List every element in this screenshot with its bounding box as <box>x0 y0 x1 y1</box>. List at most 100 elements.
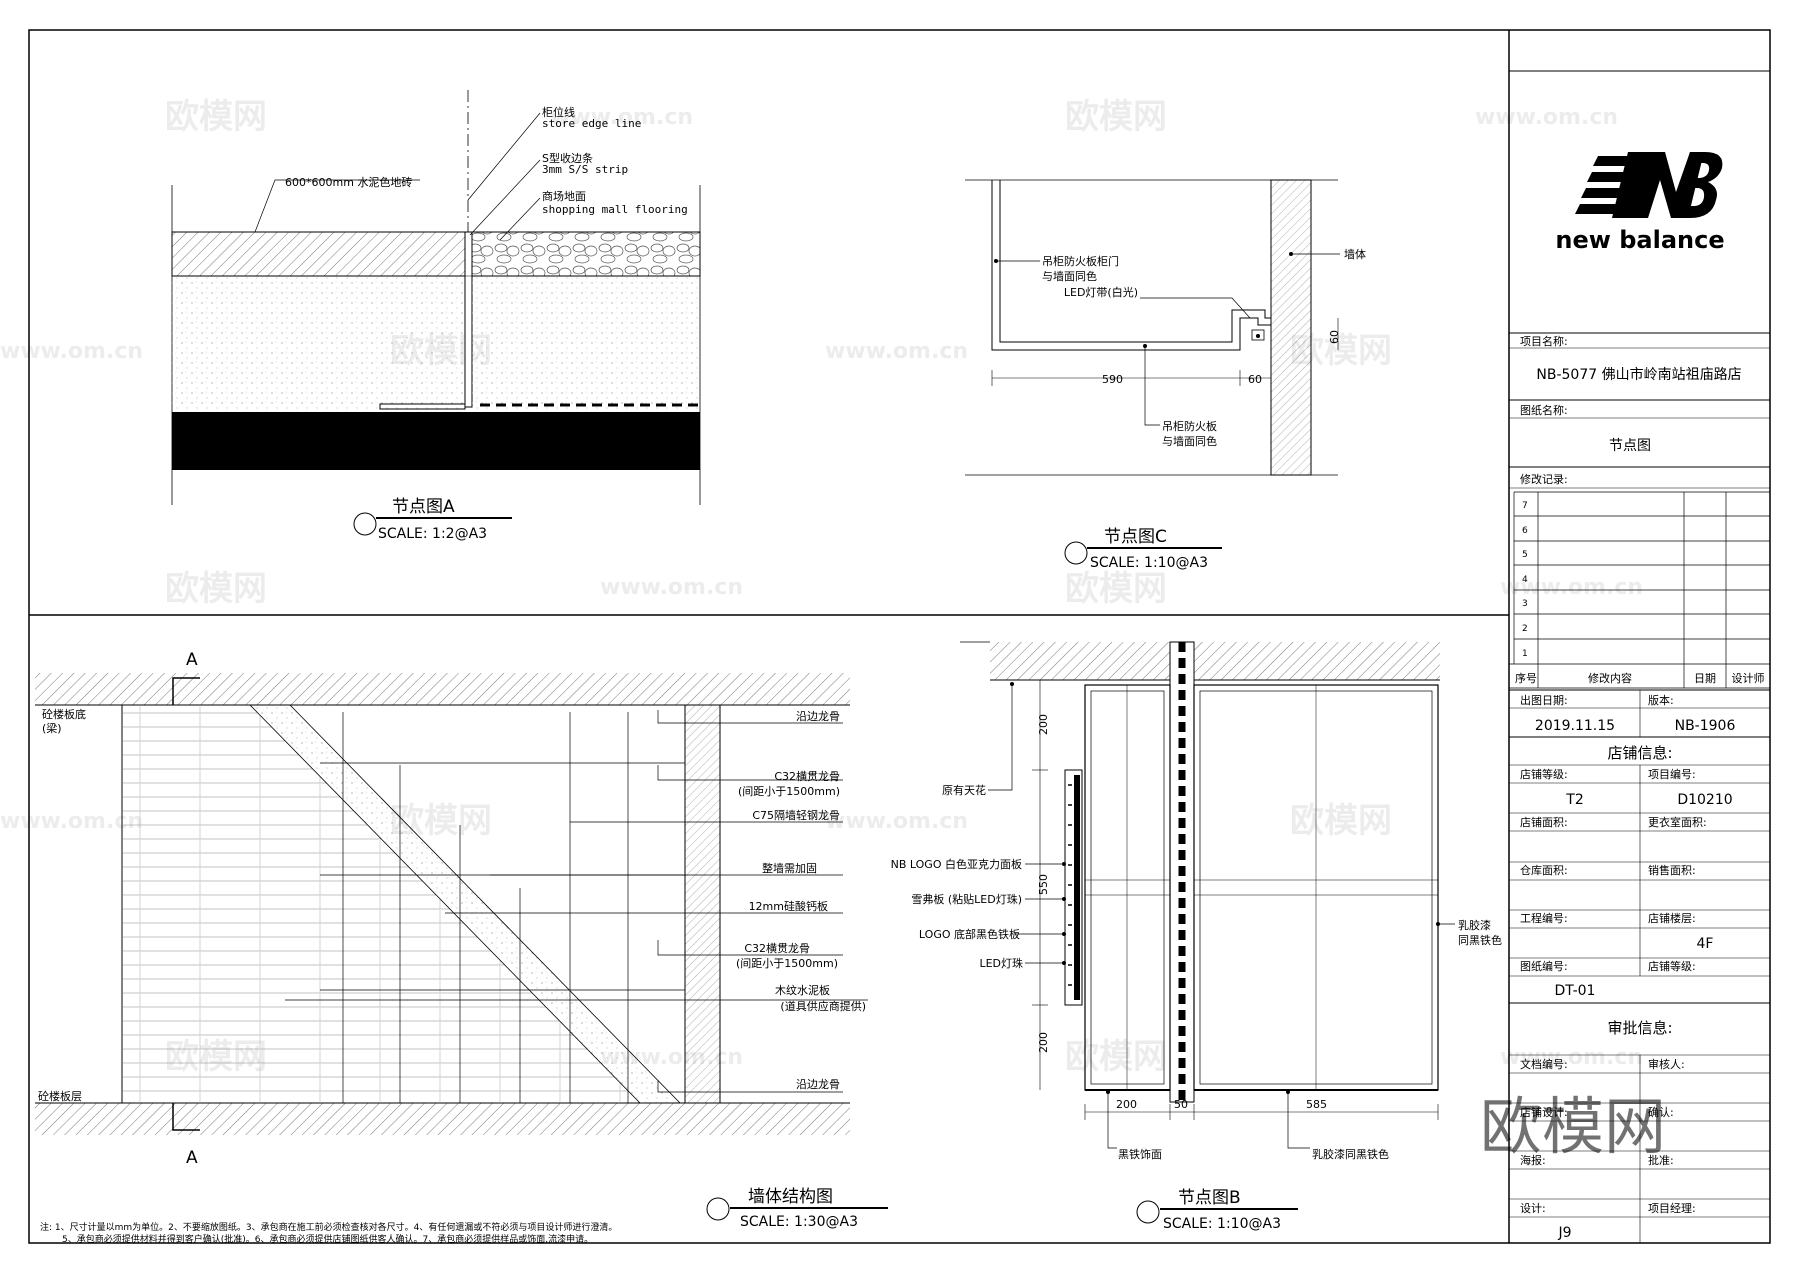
svg-text:沿边龙骨: 沿边龙骨 <box>796 1078 840 1091</box>
svg-text:审批信息:: 审批信息: <box>1607 1019 1672 1037</box>
svg-text:沿边龙骨: 沿边龙骨 <box>796 710 840 723</box>
svg-text:store edge line: store edge line <box>542 117 641 130</box>
svg-text:欧模网: 欧模网 <box>1290 801 1392 841</box>
svg-text:1: 1 <box>1522 649 1528 659</box>
svg-text:www.om.cn: www.om.cn <box>1475 105 1618 130</box>
title-block-text: 项目名称: NB-5077 佛山市岭南站祖庙路店 图纸名称: 节点图 修改记录:… <box>1515 334 1765 1241</box>
general-notes: 注: 1、尺寸计量以mm为单位。2、不要缩放图纸。3、承包商在施工前必须检查核对… <box>40 1221 617 1245</box>
svg-text:海报:: 海报: <box>1520 1153 1546 1167</box>
calcium-board-strip <box>249 704 681 1104</box>
svg-text:黑铁饰面: 黑铁饰面 <box>1118 1147 1162 1161</box>
svg-text:(梁): (梁) <box>42 721 62 735</box>
svg-text:审核人:: 审核人: <box>1648 1057 1685 1071</box>
svg-text:节点图C: 节点图C <box>1104 527 1167 547</box>
ss-strip <box>464 231 473 408</box>
svg-text:A: A <box>186 650 198 670</box>
svg-text:注: 1、尺寸计量以mm为单位。2、不要缩放图纸。3、承包商: 注: 1、尺寸计量以mm为单位。2、不要缩放图纸。3、承包商在施工前必须检查核对… <box>40 1221 617 1233</box>
tile-layer <box>171 231 466 277</box>
svg-text:4: 4 <box>1522 575 1528 585</box>
svg-text:200: 200 <box>1116 1098 1137 1111</box>
svg-text:店铺设计:: 店铺设计: <box>1520 1105 1568 1119</box>
svg-text:图纸名称:: 图纸名称: <box>1520 403 1568 417</box>
svg-text:2019.11.15: 2019.11.15 <box>1535 718 1615 734</box>
svg-text:2: 2 <box>1522 624 1528 634</box>
svg-text:200: 200 <box>1037 714 1050 735</box>
svg-text:LED灯带(白光): LED灯带(白光) <box>1064 285 1138 299</box>
svg-text:www.om.cn: www.om.cn <box>1500 575 1643 600</box>
svg-text:SCALE: 1:30@A3: SCALE: 1:30@A3 <box>740 1214 858 1230</box>
svg-text:店铺楼层:: 店铺楼层: <box>1648 911 1696 925</box>
svg-text:乳胶漆同黑铁色: 乳胶漆同黑铁色 <box>1312 1147 1389 1161</box>
new-balance-logo: new balance <box>1555 152 1725 254</box>
svg-text:欧模网: 欧模网 <box>1065 569 1167 609</box>
svg-text:设计师: 设计师 <box>1732 672 1765 685</box>
svg-text:12mm硅酸钙板: 12mm硅酸钙板 <box>749 899 828 913</box>
svg-text:出图日期:: 出图日期: <box>1520 693 1568 707</box>
svg-text:NB-5077 佛山市岭南站祖庙路店: NB-5077 佛山市岭南站祖庙路店 <box>1536 366 1741 383</box>
svg-text:600*600mm 水泥色地砖: 600*600mm 水泥色地砖 <box>285 175 412 189</box>
svg-text:NB-1906: NB-1906 <box>1675 718 1736 734</box>
svg-text:砼楼板层: 砼楼板层 <box>38 1089 82 1103</box>
svg-text:T2: T2 <box>1565 792 1583 808</box>
svg-text:(道具供应商提供): (道具供应商提供) <box>780 999 866 1013</box>
svg-text:欧模网: 欧模网 <box>165 569 267 609</box>
svg-text:3: 3 <box>1522 599 1528 609</box>
svg-text:www.om.cn: www.om.cn <box>825 809 968 834</box>
detail-a: 600*600mm 水泥色地砖 柜位线 store edge line S型收边… <box>171 90 701 542</box>
svg-text:更衣室面积:: 更衣室面积: <box>1648 815 1707 829</box>
slab-layer <box>172 412 700 470</box>
svg-text:节点图: 节点图 <box>1609 438 1651 454</box>
svg-text:NB LOGO 白色亚克力面板: NB LOGO 白色亚克力面板 <box>891 857 1022 871</box>
svg-text:C75隔墙轻钢龙骨: C75隔墙轻钢龙骨 <box>752 808 840 822</box>
svg-text:乳胶漆: 乳胶漆 <box>1458 918 1491 932</box>
svg-text:new balance: new balance <box>1555 226 1724 254</box>
svg-text:A: A <box>186 1148 198 1168</box>
svg-text:SCALE: 1:10@A3: SCALE: 1:10@A3 <box>1090 555 1208 571</box>
svg-text:www.om.cn: www.om.cn <box>550 105 693 130</box>
svg-text:C32横贯龙骨: C32横贯龙骨 <box>774 769 840 783</box>
svg-text:J9: J9 <box>1557 1225 1571 1241</box>
svg-text:文档编号:: 文档编号: <box>1520 1057 1568 1071</box>
svg-text:墙体结构图: 墙体结构图 <box>748 1187 833 1207</box>
svg-text:www.om.cn: www.om.cn <box>1500 1045 1643 1070</box>
wall-structure: A A 砼楼板底 (梁) 砼楼板层 沿边龙骨 C32横贯龙骨 (间距小于1500… <box>35 650 888 1230</box>
svg-text:节点图A: 节点图A <box>392 497 455 517</box>
svg-text:DT-01: DT-01 <box>1555 983 1596 999</box>
svg-text:原有天花: 原有天花 <box>942 783 986 797</box>
svg-text:吊柜防火板柜门: 吊柜防火板柜门 <box>1042 254 1119 268</box>
svg-text:店铺面积:: 店铺面积: <box>1520 815 1568 829</box>
svg-text:D10210: D10210 <box>1677 792 1732 808</box>
svg-text:欧模网: 欧模网 <box>1065 97 1167 137</box>
svg-text:www.om.cn: www.om.cn <box>825 339 968 364</box>
svg-text:5、承包商必须提供材料并得到客户确认(批准)。6、承包商必须: 5、承包商必须提供材料并得到客户确认(批准)。6、承包商必须提供店铺图纸供客人确… <box>62 1233 593 1245</box>
detail-c: 590 60 60 吊柜防火板柜门 与墙面同色 墙体 LED灯带(白光) 吊柜防… <box>965 179 1366 571</box>
svg-text:200: 200 <box>1037 1032 1050 1053</box>
mall-floor-layer <box>471 231 701 277</box>
svg-text:雪弗板 (粘贴LED灯珠): 雪弗板 (粘贴LED灯珠) <box>911 892 1022 906</box>
svg-text:shopping mall flooring: shopping mall flooring <box>542 203 688 216</box>
svg-text:4F: 4F <box>1697 936 1714 952</box>
svg-text:6: 6 <box>1522 526 1528 536</box>
svg-text:C32横贯龙骨: C32横贯龙骨 <box>744 941 810 955</box>
svg-text:项目编号:: 项目编号: <box>1648 767 1696 781</box>
svg-text:www.om.cn: www.om.cn <box>0 809 143 834</box>
svg-text:吊柜防火板: 吊柜防火板 <box>1162 419 1217 433</box>
svg-text:SCALE: 1:10@A3: SCALE: 1:10@A3 <box>1163 1216 1281 1232</box>
svg-text:销售面积:: 销售面积: <box>1648 863 1696 877</box>
svg-text:3mm S/S strip: 3mm S/S strip <box>542 163 628 176</box>
svg-text:与墙面同色: 与墙面同色 <box>1042 269 1097 283</box>
svg-text:欧模网: 欧模网 <box>165 97 267 137</box>
svg-text:同黑铁色: 同黑铁色 <box>1458 933 1502 947</box>
svg-text:60: 60 <box>1328 330 1341 344</box>
svg-text:50: 50 <box>1174 1098 1188 1111</box>
title-block <box>1509 70 1770 1243</box>
svg-text:店铺等级:: 店铺等级: <box>1648 959 1696 973</box>
svg-text:图纸编号:: 图纸编号: <box>1520 959 1568 973</box>
svg-text:www.om.cn: www.om.cn <box>600 575 743 600</box>
sheet-border <box>28 29 1771 1244</box>
svg-text:确认:: 确认: <box>1648 1106 1674 1119</box>
svg-text:店铺信息:: 店铺信息: <box>1607 744 1672 762</box>
svg-text:节点图B: 节点图B <box>1178 1188 1241 1208</box>
svg-text:木纹水泥板: 木纹水泥板 <box>775 983 830 997</box>
